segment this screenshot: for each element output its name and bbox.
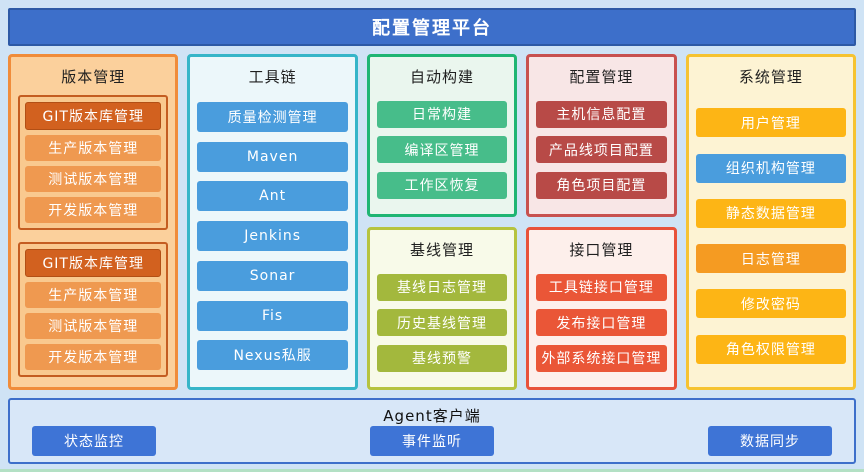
- baseline-item-log[interactable]: 基线日志管理: [376, 273, 508, 301]
- panel-title-auto-build: 自动构建: [410, 68, 475, 86]
- interface-items: 工具链接口管理 发布接口管理 外部系统接口管理: [536, 265, 667, 380]
- panel-interface-management: 接口管理 工具链接口管理 发布接口管理 外部系统接口管理: [526, 227, 677, 390]
- baseline-item-warning[interactable]: 基线预警: [376, 344, 508, 372]
- panel-toolchain: 工具链 质量检测管理 Maven Ant Jenkins Sonar Fis N…: [187, 54, 358, 390]
- version-item-git-repo[interactable]: GIT版本库管理: [25, 249, 162, 278]
- interface-item-publish-api[interactable]: 发布接口管理: [536, 309, 667, 336]
- system-item-org-management[interactable]: 组织机构管理: [695, 153, 847, 183]
- toolchain-item-nexus[interactable]: Nexus私服: [197, 340, 348, 371]
- system-item-change-password[interactable]: 修改密码: [695, 289, 847, 319]
- toolchain-items: 质量检测管理 Maven Ant Jenkins Sonar Fis Nexus…: [197, 92, 348, 380]
- panel-title-config: 配置管理: [569, 68, 634, 86]
- system-item-log-management[interactable]: 日志管理: [695, 244, 847, 274]
- panel-agent-client: Agent客户端 状态监控 事件监听 数据同步: [8, 398, 856, 464]
- agent-items: 状态监控 事件监听 数据同步: [32, 426, 832, 456]
- interface-item-external-api[interactable]: 外部系统接口管理: [536, 344, 667, 372]
- version-item-git-repo[interactable]: GIT版本库管理: [25, 101, 162, 130]
- toolchain-item-quality-check[interactable]: 质量检测管理: [197, 101, 348, 132]
- baseline-item-history[interactable]: 历史基线管理: [376, 309, 508, 336]
- column-config-interface: 配置管理 主机信息配置 产品线项目配置 角色项目配置 接口管理 工具链接口管理 …: [526, 54, 677, 390]
- toolchain-item-sonar[interactable]: Sonar: [197, 260, 348, 291]
- config-item-role-project[interactable]: 角色项目配置: [536, 171, 667, 199]
- version-item-production[interactable]: 生产版本管理: [25, 282, 162, 309]
- version-item-test[interactable]: 测试版本管理: [25, 313, 162, 340]
- version-group: GIT版本库管理 生产版本管理 测试版本管理 开发版本管理: [18, 242, 169, 378]
- panel-title-baseline: 基线管理: [410, 241, 475, 259]
- interface-item-toolchain-api[interactable]: 工具链接口管理: [536, 273, 667, 301]
- bottom-edge-strip: [0, 469, 864, 472]
- toolchain-item-fis[interactable]: Fis: [197, 300, 348, 331]
- panel-auto-build: 自动构建 日常构建 编译区管理 工作区恢复: [366, 54, 518, 217]
- panel-title-system: 系统管理: [738, 68, 803, 86]
- build-item-compile-area[interactable]: 编译区管理: [376, 136, 508, 163]
- panel-baseline-management: 基线管理 基线日志管理 历史基线管理 基线预警: [366, 227, 518, 390]
- system-items: 用户管理 组织机构管理 静态数据管理 日志管理 修改密码 角色权限管理: [695, 92, 847, 380]
- toolchain-item-jenkins[interactable]: Jenkins: [197, 221, 348, 251]
- version-item-production[interactable]: 生产版本管理: [25, 134, 162, 161]
- panel-title-toolchain: 工具链: [248, 68, 297, 86]
- toolchain-item-maven[interactable]: Maven: [197, 141, 348, 172]
- version-item-dev[interactable]: 开发版本管理: [25, 196, 162, 223]
- panel-title-interface: 接口管理: [569, 241, 634, 259]
- agent-item-event-listener[interactable]: 事件监听: [370, 426, 494, 456]
- config-items: 主机信息配置 产品线项目配置 角色项目配置: [536, 92, 667, 207]
- config-item-host-info[interactable]: 主机信息配置: [536, 100, 667, 128]
- column-build-baseline: 自动构建 日常构建 编译区管理 工作区恢复 基线管理 基线日志管理 历史基线管理…: [366, 54, 518, 390]
- version-groups: GIT版本库管理 生产版本管理 测试版本管理 开发版本管理 GIT版本库管理 生…: [18, 92, 169, 380]
- baseline-items: 基线日志管理 历史基线管理 基线预警: [376, 265, 508, 380]
- panel-system-management: 系统管理 用户管理 组织机构管理 静态数据管理 日志管理 修改密码 角色权限管理: [685, 54, 857, 390]
- page-title: 配置管理平台: [8, 8, 856, 46]
- toolchain-item-ant[interactable]: Ant: [197, 181, 348, 212]
- version-item-dev[interactable]: 开发版本管理: [25, 344, 162, 371]
- build-item-workspace-restore[interactable]: 工作区恢复: [376, 171, 508, 199]
- panel-title-version: 版本管理: [61, 68, 126, 86]
- system-item-static-data[interactable]: 静态数据管理: [695, 198, 847, 228]
- auto-build-items: 日常构建 编译区管理 工作区恢复: [376, 92, 508, 207]
- version-group: GIT版本库管理 生产版本管理 测试版本管理 开发版本管理: [18, 94, 169, 230]
- version-item-test[interactable]: 测试版本管理: [25, 165, 162, 192]
- agent-item-status-monitor[interactable]: 状态监控: [32, 426, 156, 456]
- agent-item-data-sync[interactable]: 数据同步: [708, 426, 832, 456]
- system-item-user-management[interactable]: 用户管理: [695, 108, 847, 138]
- system-item-role-permission[interactable]: 角色权限管理: [695, 334, 847, 364]
- panel-version-management: 版本管理 GIT版本库管理 生产版本管理 测试版本管理 开发版本管理 GIT版本…: [8, 54, 179, 390]
- panel-title-agent-client: Agent客户端: [383, 407, 481, 425]
- build-item-daily-build[interactable]: 日常构建: [376, 100, 508, 128]
- panel-config-management: 配置管理 主机信息配置 产品线项目配置 角色项目配置: [526, 54, 677, 217]
- config-item-product-line[interactable]: 产品线项目配置: [536, 136, 667, 163]
- main-grid: 版本管理 GIT版本库管理 生产版本管理 测试版本管理 开发版本管理 GIT版本…: [8, 54, 857, 390]
